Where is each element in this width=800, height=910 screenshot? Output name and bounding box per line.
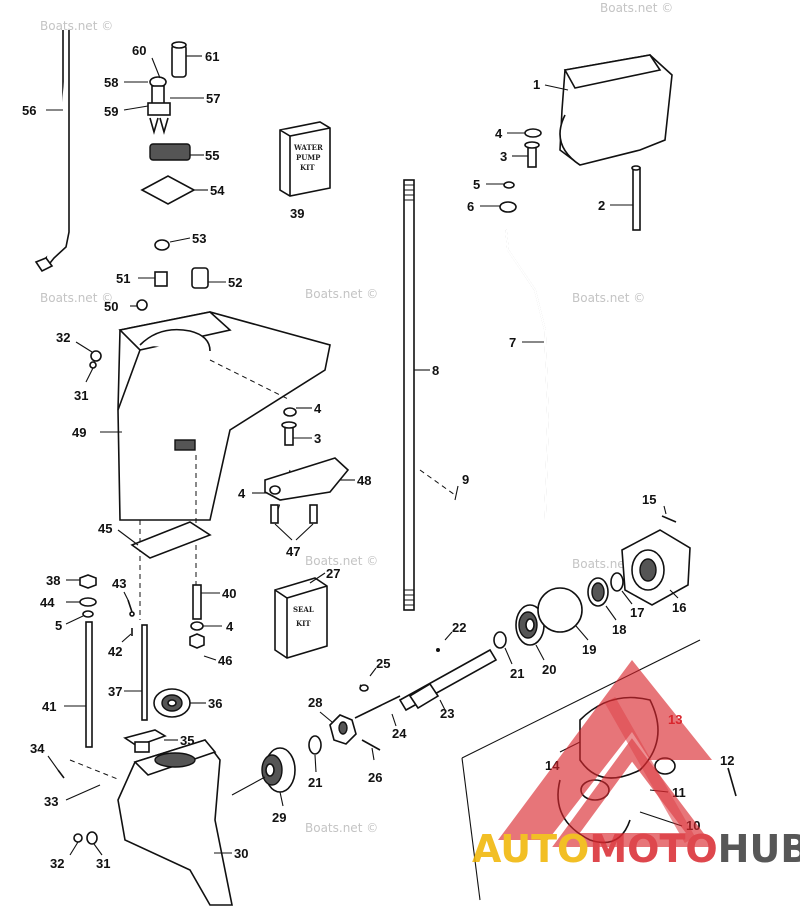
callout-58: 58 [104,75,118,90]
callout-22: 22 [452,620,466,635]
callout-4: 4 [226,619,234,634]
callout-59: 59 [104,104,118,119]
brand-auto: AUTOMOTOHUB [472,827,800,871]
kit-label-line: WATER [293,143,323,152]
callout-24: 24 [392,726,407,741]
watermark: Boats.net © [40,19,113,33]
callout-52: 52 [228,275,242,290]
gear-case [117,739,233,906]
driveshaft-housing [117,311,331,521]
callout-38: 38 [46,573,60,588]
watermark: Boats.net © [305,554,378,568]
callout-53: 53 [192,231,206,246]
callout-2: 2 [598,198,605,213]
callout-44: 44 [40,595,55,610]
callout-42: 42 [108,644,122,659]
callout-46: 46 [218,653,232,668]
callout-15: 15 [642,492,656,507]
seal-kit-box: SEAL KIT [274,577,328,659]
callout-23: 23 [440,706,454,721]
callout-28: 28 [308,695,322,710]
callout-4: 4 [495,126,503,141]
propshaft-bearing [587,577,609,607]
callout-1: 1 [533,77,540,92]
callout-27: 27 [326,566,340,581]
kit-label-line: KIT [296,619,311,628]
callout-39: 39 [290,206,304,221]
callout-17: 17 [630,605,644,620]
watermark: Boats.net © [305,821,378,835]
callout-50: 50 [104,299,118,314]
reverse-gear [261,747,296,793]
callout-19: 19 [582,642,596,657]
callout-9: 9 [462,472,469,487]
callout-60: 60 [132,43,146,58]
watermark: Boats.net © [600,1,673,15]
callout-36: 36 [208,696,222,711]
callout-7: 7 [509,335,516,350]
callout-61: 61 [205,49,219,64]
callout-51: 51 [116,271,130,286]
callout-4: 4 [238,486,246,501]
callout-57: 57 [206,91,220,106]
kit-label-line: KIT [300,163,315,172]
callout-4: 4 [314,401,322,416]
callout-26: 26 [368,770,382,785]
callout-12: 12 [720,753,734,768]
callout-32: 32 [50,856,64,871]
callout-31: 31 [96,856,110,871]
callout-16: 16 [672,600,686,615]
callout-55: 55 [205,148,219,163]
callout-21: 21 [308,775,322,790]
callout-21: 21 [510,666,524,681]
callout-45: 45 [98,521,112,536]
callout-20: 20 [542,662,556,677]
callout-6: 6 [467,199,474,214]
bearing-carrier [621,529,691,606]
watermark: Boats.net © [40,291,113,305]
kit-label-line: PUMP [296,153,321,162]
callout-18: 18 [612,622,626,637]
callout-37: 37 [108,684,122,699]
callout-5: 5 [55,618,62,633]
callout-40: 40 [222,586,236,601]
watermark: Boats.net © [305,287,378,301]
watermark: Boats.net © [572,291,645,305]
shift-rod [34,30,70,273]
callout-30: 30 [234,846,248,861]
callout-48: 48 [357,473,371,488]
callout-33: 33 [44,794,58,809]
callout-31: 31 [74,388,88,403]
callout-5: 5 [473,177,480,192]
callout-25: 25 [376,656,390,671]
callout-54: 54 [210,183,225,198]
callout-43: 43 [112,576,126,591]
callout-8: 8 [432,363,439,378]
water-pump-kit-box: WATER PUMP KIT [279,121,331,197]
callout-47: 47 [286,544,300,559]
driveshaft [403,179,415,611]
exhaust-plate [559,54,673,231]
callout-56: 56 [22,103,36,118]
forward-gear [153,688,191,718]
callout-34: 34 [30,741,45,756]
kit-label-line: SEAL [293,605,314,614]
callout-41: 41 [42,699,56,714]
callout-32: 32 [56,330,70,345]
callout-3: 3 [500,149,507,164]
watermarks: Boats.net © Boats.net © Boats.net © Boat… [40,1,673,835]
automotohub-logo: AUTOMOTOHUB [472,660,800,871]
callout-3: 3 [314,431,321,446]
callout-49: 49 [72,425,86,440]
propeller-shaft [398,648,498,712]
callout-29: 29 [272,810,286,825]
